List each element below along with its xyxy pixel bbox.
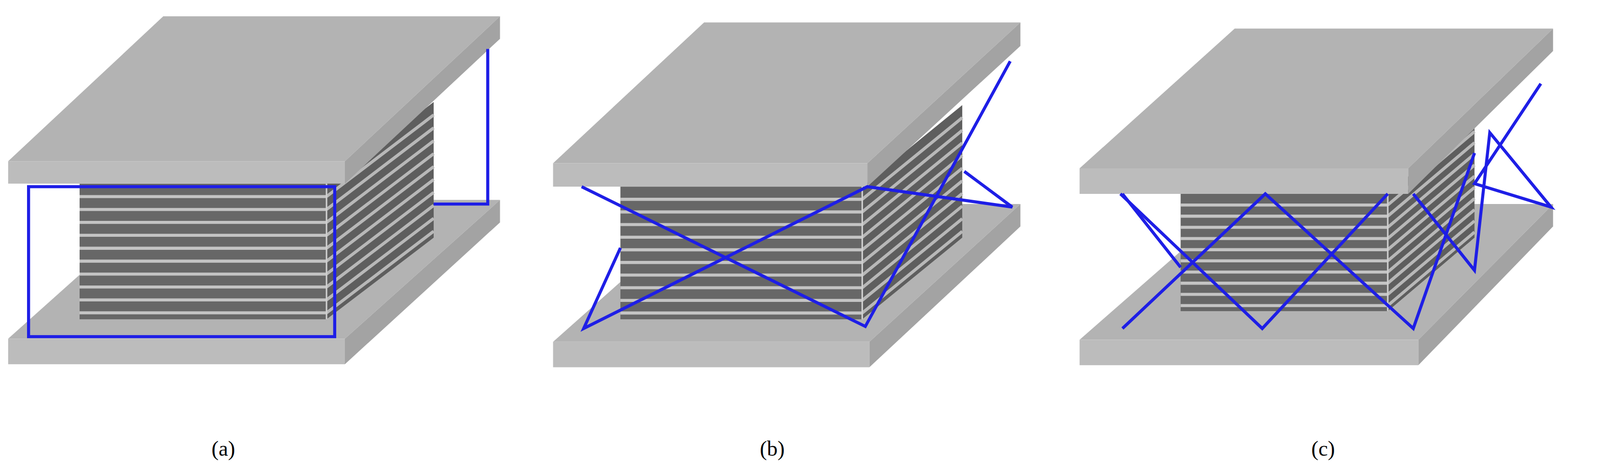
bearing-c xyxy=(1079,28,1554,366)
panel-label: (c) xyxy=(1311,436,1336,462)
panel-label: (b) xyxy=(759,436,785,462)
bearing-a xyxy=(8,16,501,365)
bearing-b xyxy=(553,22,1021,368)
panel-label: (a) xyxy=(211,436,236,462)
